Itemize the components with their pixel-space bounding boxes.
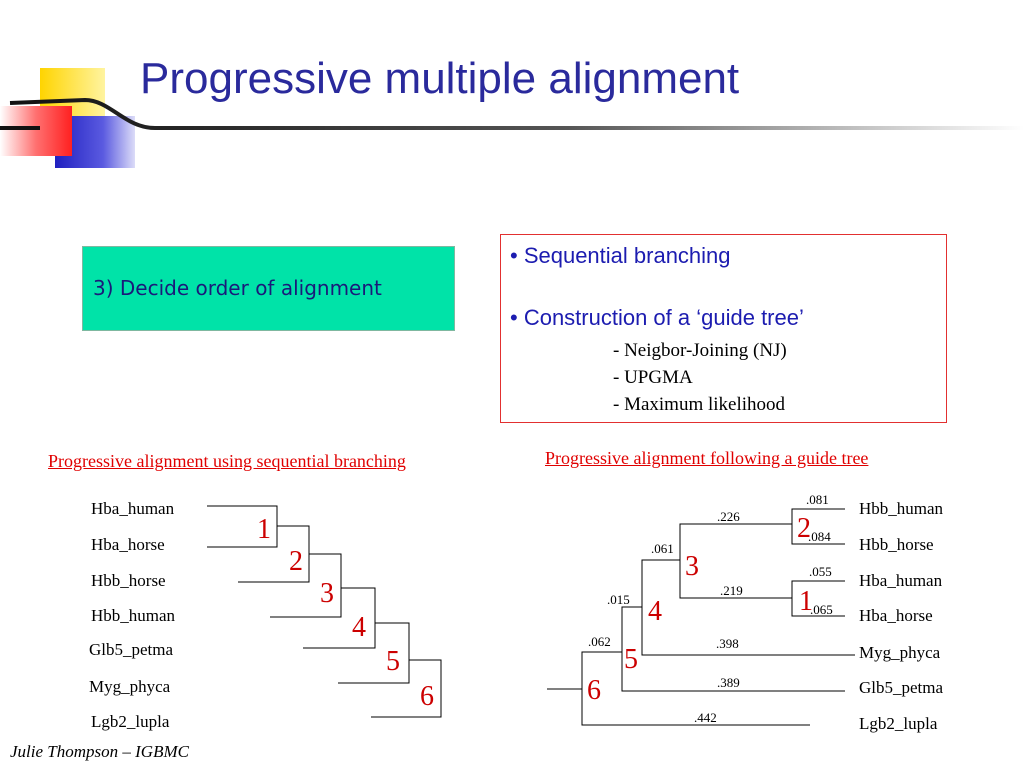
right-branch-glb5 [621,606,845,692]
branch-length: .055 [809,564,832,579]
logo-red-square [0,106,72,156]
right-step-number: 1 [799,586,813,617]
right-leaf: Glb5_petma [859,678,944,697]
left-leaf: Lgb2_lupla [91,712,170,731]
branch-length: .065 [810,602,833,617]
left-branch-5 [338,622,410,684]
left-leaf: Hbb_human [91,606,176,625]
left-step-number: 4 [352,612,366,643]
left-step-number: 6 [420,681,434,712]
left-branch-3 [270,553,342,618]
branch-length: .219 [720,583,743,598]
right-branch-hb [679,523,792,599]
branch-length: .398 [716,636,739,651]
left-step-number: 5 [386,646,400,677]
branch-length: .062 [588,634,611,649]
right-leaf: Hbb_horse [859,535,934,554]
bullet-sequential-branching: • Sequential branching [510,243,731,268]
slide-title: Progressive multiple alignment [140,54,740,103]
right-branch-hbb [791,508,845,545]
right-step-number: 4 [648,596,662,627]
branch-length: .015 [607,592,630,607]
left-caption: Progressive alignment using sequential b… [48,451,406,471]
right-leaf: Hba_horse [859,606,933,625]
right-step-number: 2 [797,513,811,544]
right-leaf: Lgb2_lupla [859,714,938,733]
right-step-number: 6 [587,675,601,706]
right-step-number: 5 [624,644,638,675]
left-branch-4 [303,587,376,649]
left-step-number: 3 [320,578,334,609]
method-upgma: - UPGMA [613,367,693,388]
branch-length: .389 [717,675,740,690]
step-box [82,246,455,331]
branch-length: .084 [808,529,831,544]
right-caption: Progressive alignment following a guide … [545,448,869,468]
left-leaf: Hba_human [91,499,175,518]
info-box [500,234,947,423]
right-leaf: Hba_human [859,571,943,590]
step-label: 3) Decide order of alignment [93,276,382,300]
footer-credit: Julie Thompson – IGBMC [10,742,189,761]
left-leaf: Myg_phyca [89,677,171,696]
right-leaf: Myg_phyca [859,643,941,662]
method-nj: - Neigbor-Joining (NJ) [613,340,787,361]
left-step-number: 2 [289,546,303,577]
branch-length: .081 [806,492,829,507]
right-step-number: 3 [685,551,699,582]
title-underline [9,97,1024,130]
branch-length: .061 [651,541,674,556]
left-branch-6 [371,659,442,718]
left-leaf: Hba_horse [91,535,165,554]
left-leaf: Hbb_horse [91,571,166,590]
method-ml: - Maximum likelihood [613,394,786,415]
branch-length: .226 [717,509,740,524]
left-step-number: 1 [257,514,271,545]
branch-length: .442 [694,710,717,725]
right-leaf: Hbb_human [859,499,944,518]
left-leaf: Glb5_petma [89,640,174,659]
bullet-guide-tree: • Construction of a ‘guide tree’ [510,305,804,330]
